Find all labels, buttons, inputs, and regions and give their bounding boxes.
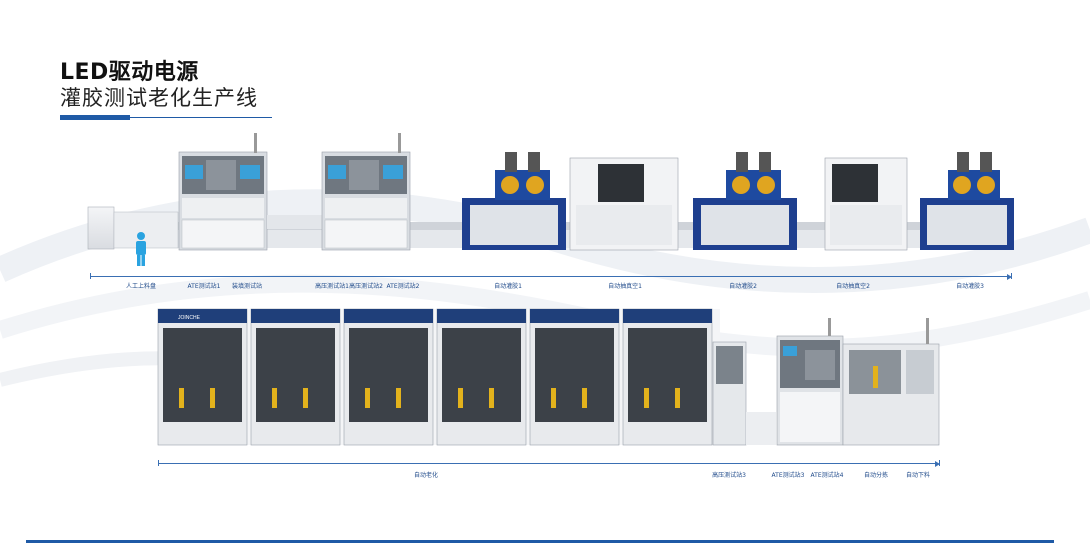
top-label-7: 自动抽真空1	[608, 283, 642, 290]
page-title: LED驱动电源	[60, 60, 199, 85]
top-label-9: 自动抽真空2	[836, 283, 870, 290]
top-label-4: 高压测试站2	[349, 283, 383, 290]
top-label-10: 自动灌胶3	[956, 283, 984, 290]
title-underline-accent	[60, 115, 130, 120]
top-line-axis-arrow	[1007, 274, 1012, 280]
title-underline	[130, 117, 272, 118]
page-subtitle: 灌胶测试老化生产线	[60, 86, 258, 110]
top-label-1: ATE测试站1	[187, 283, 221, 290]
operator-figure	[136, 232, 146, 266]
sorting-unloading-station	[842, 318, 940, 446]
aging-rack-brand: JOINCHE	[178, 315, 201, 321]
potting-machine-3	[920, 152, 1014, 250]
ate-cabinet-2	[321, 133, 411, 251]
top-label-5: ATE测试站2	[386, 283, 420, 290]
vacuum-chamber-1	[569, 157, 679, 251]
top-label-3: 高压测试站1	[315, 283, 349, 290]
top-line-axis-start-tick	[90, 273, 91, 279]
potting-machine-1	[462, 152, 566, 250]
ate-cabinet-1	[178, 133, 268, 251]
bottom-label-3: ATE测试站4	[810, 472, 844, 479]
potting-machine-2	[693, 152, 797, 250]
bottom-label-2: ATE测试站3	[771, 472, 805, 479]
hipot-cabinet-3	[712, 341, 747, 446]
bottom-line-axis-start-tick	[158, 460, 159, 466]
top-label-0: 人工上料盘	[125, 283, 157, 290]
top-line-axis	[90, 276, 1008, 277]
bottom-label-0: 自动老化	[413, 472, 439, 479]
bottom-label-5: 自动下料	[905, 472, 931, 479]
top-label-8: 自动灌胶2	[729, 283, 757, 290]
bottom-line-axis-arrow	[935, 461, 940, 467]
loading-station	[87, 206, 115, 250]
footer-accent-bar	[26, 540, 1054, 543]
bottom-label-1: 高压测试站3	[712, 472, 746, 479]
top-label-6: 自动灌胶1	[494, 283, 522, 290]
ate-cabinet-3-4	[776, 318, 844, 446]
vacuum-chamber-2	[824, 157, 908, 251]
bottom-label-4: 自动分拣	[863, 472, 889, 479]
aging-racks	[157, 308, 720, 446]
top-label-2: 装填测试站	[231, 283, 263, 290]
bottom-line-axis	[158, 463, 936, 464]
